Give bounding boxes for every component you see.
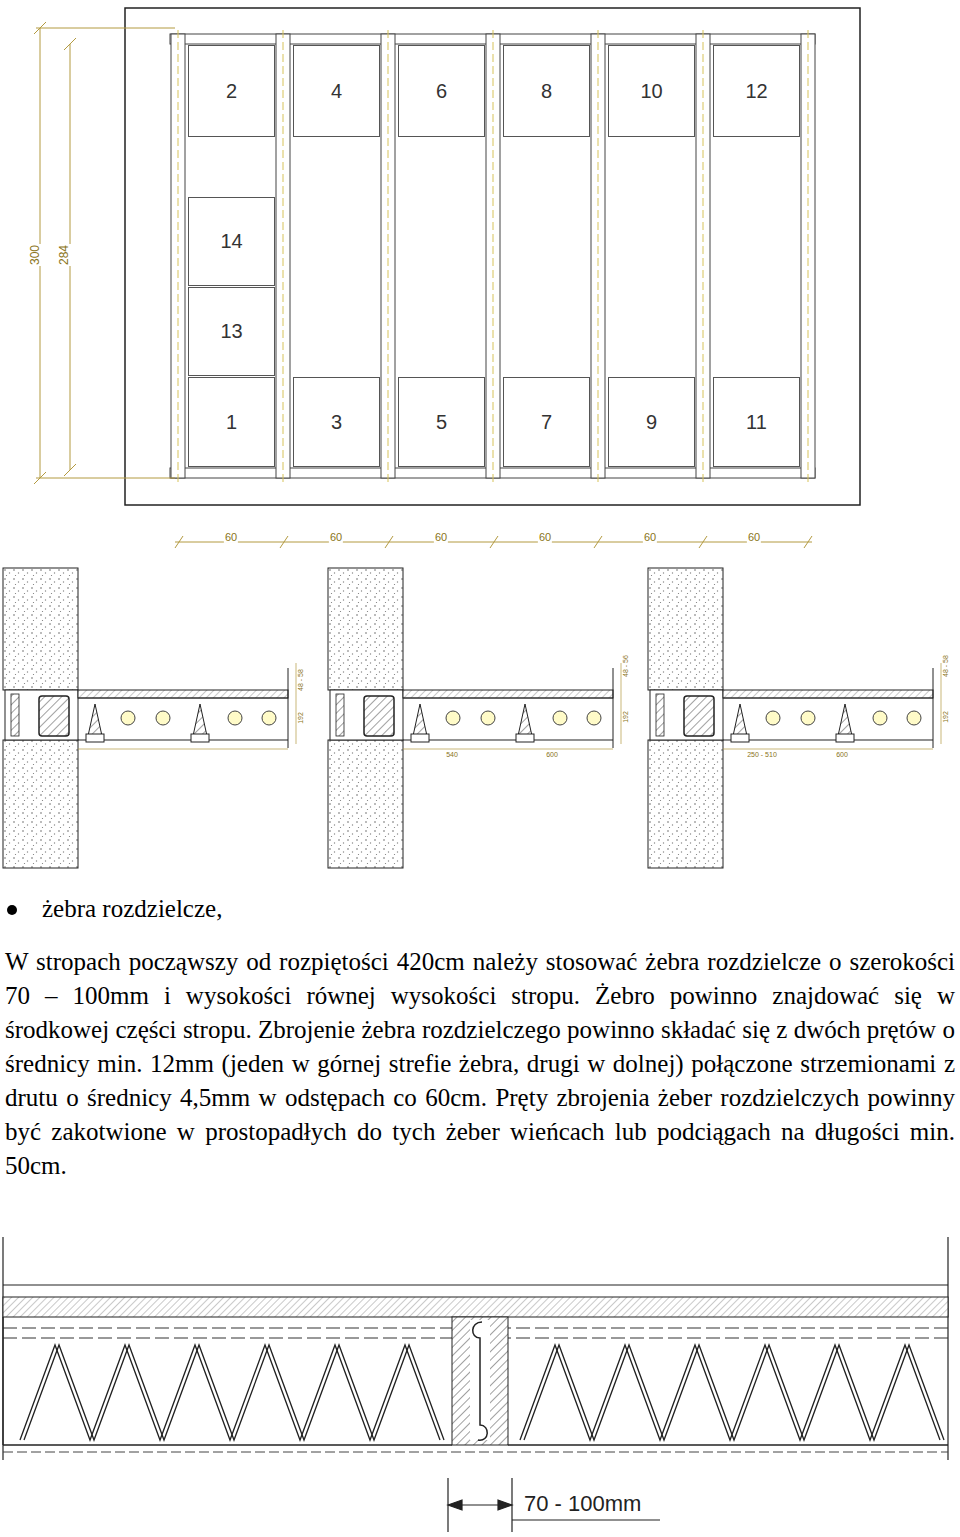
hollow-block: 11 [713, 377, 800, 467]
dimension: 192 [942, 710, 950, 724]
body-paragraph: W stropach począwszy od rozpiętości 420c… [5, 945, 955, 1183]
hollow-block: 8 [503, 45, 590, 137]
dimension: 60 [329, 531, 343, 543]
hollow-block: 13 [188, 287, 275, 376]
hollow-block: 5 [398, 377, 485, 467]
block-number: 11 [746, 411, 767, 434]
hollow-block: 12 [713, 45, 800, 137]
dimension: 284 [58, 244, 71, 266]
hollow-block: 2 [188, 45, 275, 137]
dimension: 600 [545, 751, 559, 759]
hollow-block: 7 [503, 377, 590, 467]
dimension: 250 - 510 [746, 751, 778, 759]
hollow-block: 10 [608, 45, 695, 137]
block-number: 3 [331, 411, 342, 434]
dimension: 192 [297, 711, 305, 725]
block-number: 9 [646, 411, 657, 434]
hollow-block: 6 [398, 45, 485, 137]
dimension: 300 [29, 244, 42, 266]
block-number: 5 [436, 411, 447, 434]
block-number: 1 [226, 411, 237, 434]
block-number: 6 [436, 80, 447, 103]
dimension: 48 - 58 [297, 668, 305, 692]
block-number: 7 [541, 411, 552, 434]
dimension: 600 [835, 751, 849, 759]
dimension: 60 [224, 531, 238, 543]
hollow-block: 3 [293, 377, 380, 467]
hollow-block: 4 [293, 45, 380, 137]
hollow-block: 14 [188, 197, 275, 286]
dimension: 48 - 58 [942, 654, 950, 678]
dimension: 540 [445, 751, 459, 759]
dimension: 48 - 56 [622, 654, 630, 678]
bullet-heading: żebra rozdzielcze, [42, 893, 222, 926]
dimension: 60 [538, 531, 552, 543]
block-number: 13 [220, 320, 242, 343]
block-number: 10 [640, 80, 662, 103]
dimension: 60 [434, 531, 448, 543]
hollow-block: 1 [188, 377, 275, 467]
block-number: 12 [745, 80, 767, 103]
hollow-block: 9 [608, 377, 695, 467]
block-number: 4 [331, 80, 342, 103]
dimension: 60 [643, 531, 657, 543]
block-number: 8 [541, 80, 552, 103]
dimension: 70 - 100mm [524, 1490, 641, 1519]
dimension: 192 [622, 710, 630, 724]
block-number: 14 [220, 230, 242, 253]
block-number: 2 [226, 80, 237, 103]
dimension: 60 [747, 531, 761, 543]
